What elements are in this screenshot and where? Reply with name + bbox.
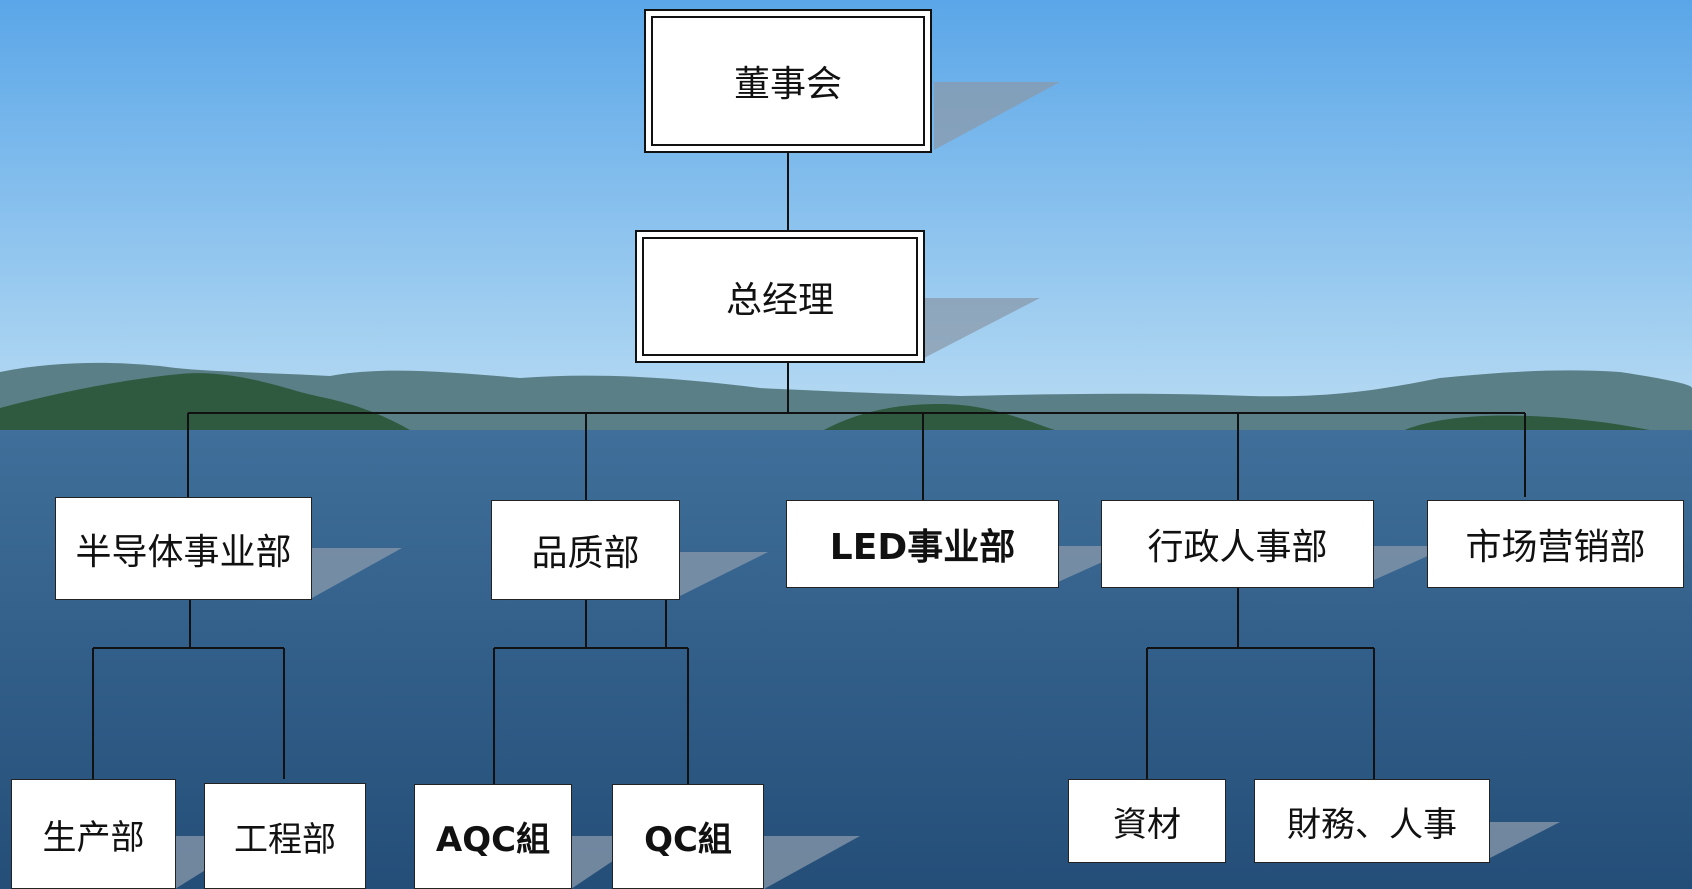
island-right xyxy=(1400,415,1660,432)
board-label: 董事会 xyxy=(733,64,842,105)
admin-hr-dept-box: 行政人事部 xyxy=(1101,500,1374,588)
connector-lines xyxy=(92,152,1526,784)
materials-label: 資材 xyxy=(1113,804,1181,845)
production-dept-label: 生产部 xyxy=(42,817,145,858)
island-middle xyxy=(820,404,1060,432)
general-manager-label: 总经理 xyxy=(725,279,834,321)
qc-group-box: QC組 xyxy=(612,784,764,889)
quality-dept-label: 品质部 xyxy=(531,533,640,574)
semiconductor-dept-box: 半导体事业部 xyxy=(55,497,312,600)
marketing-dept-label: 市场营销部 xyxy=(1465,527,1646,568)
board-box: 董事会 xyxy=(644,9,932,153)
qc-group-label: QC組 xyxy=(644,820,732,860)
semiconductor-dept-label: 半导体事业部 xyxy=(75,531,292,573)
led-dept-label: LED事业部 xyxy=(829,527,1016,568)
admin-hr-dept-label: 行政人事部 xyxy=(1147,527,1328,568)
island-left xyxy=(0,373,410,432)
materials-box: 資材 xyxy=(1068,779,1226,863)
aqc-group-label: AQC組 xyxy=(435,820,551,860)
general-manager-box: 总经理 xyxy=(635,230,925,363)
marketing-dept-box: 市场营销部 xyxy=(1427,500,1684,588)
quality-dept-box: 品质部 xyxy=(491,500,680,600)
distant-hills xyxy=(0,362,1692,432)
finance-hr-box: 財務、人事 xyxy=(1254,779,1490,863)
engineering-dept-box: 工程部 xyxy=(204,783,366,889)
finance-hr-label: 財務、人事 xyxy=(1287,804,1457,845)
production-dept-box: 生产部 xyxy=(11,779,176,889)
aqc-group-box: AQC組 xyxy=(414,784,572,889)
led-dept-box: LED事业部 xyxy=(786,500,1059,588)
engineering-dept-label: 工程部 xyxy=(234,819,336,860)
